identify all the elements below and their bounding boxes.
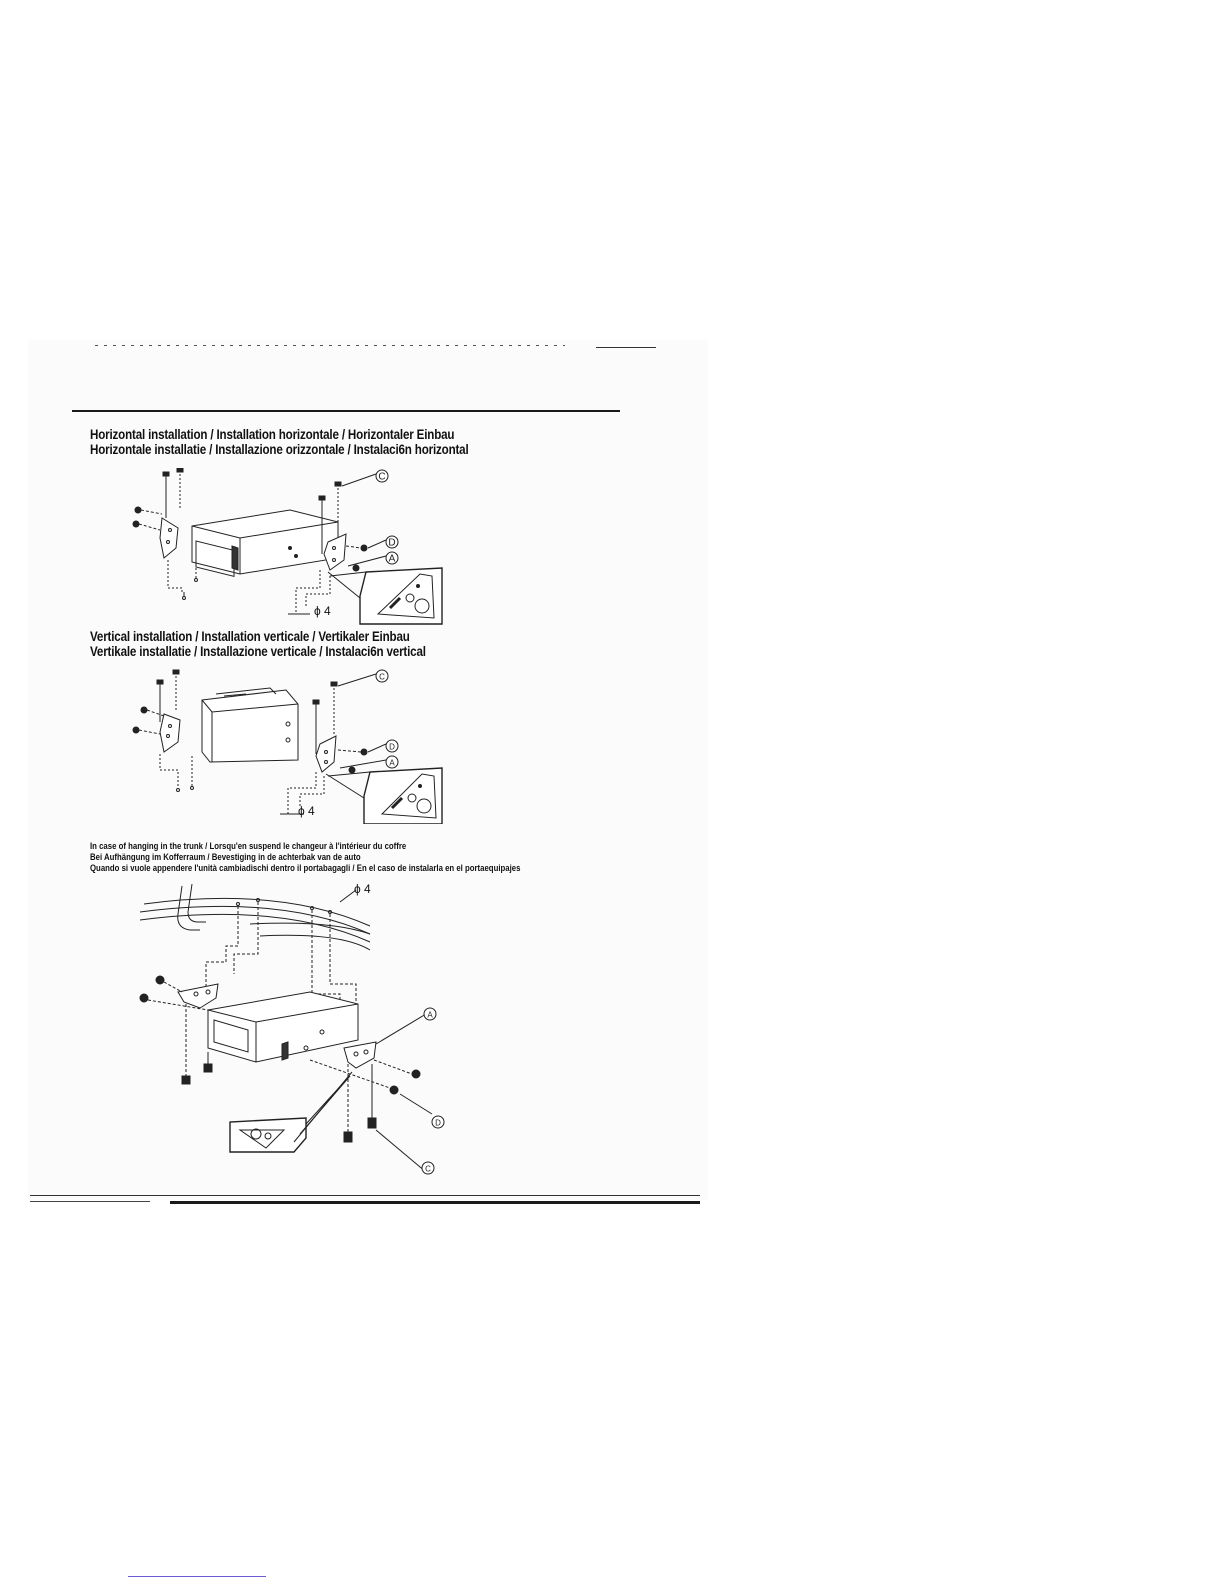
- phi4-label-horizontal: ϕ 4: [314, 604, 331, 618]
- svg-text:D: D: [388, 538, 395, 549]
- svg-text:C: C: [425, 1165, 431, 1174]
- trunk-installation-diagram: A D C ϕ 4: [130, 882, 480, 1184]
- top-right-rule: [596, 347, 656, 348]
- horizontal-installation-diagram: C D A ϕ 4: [120, 468, 460, 628]
- horizontal-scrollbar[interactable]: [128, 1576, 266, 1585]
- top-dotted-rule: [95, 345, 565, 346]
- horizontal-heading-line2: Horizontale installatie / Installazione …: [90, 442, 469, 457]
- svg-text:A: A: [389, 554, 396, 565]
- trunk-heading-line2: Bei Aufhängung im Kofferraum / Bevestigi…: [90, 852, 361, 863]
- svg-text:D: D: [435, 1119, 441, 1128]
- vertical-heading-line1: Vertical installation / Installation ver…: [90, 629, 410, 644]
- bottom-left-rule: [30, 1201, 150, 1202]
- horizontal-heading-line1: Horizontal installation / Installation h…: [90, 427, 455, 442]
- callout-c-label: C: [378, 472, 385, 483]
- trunk-heading-line1: In case of hanging in the trunk / Lorsqu…: [90, 841, 407, 852]
- svg-text:D: D: [389, 743, 395, 752]
- header-rule: [72, 410, 620, 412]
- vertical-heading-line2: Vertikale installatie / Installazione ve…: [90, 644, 426, 659]
- trunk-heading-line3: Quando si vuole appendere l'unità cambia…: [90, 863, 521, 874]
- vertical-installation-diagram: C D A ϕ 4: [120, 664, 460, 824]
- phi4-label-trunk: ϕ 4: [354, 882, 371, 896]
- svg-text:A: A: [389, 759, 395, 768]
- svg-text:A: A: [427, 1011, 433, 1020]
- svg-text:C: C: [379, 673, 385, 682]
- bottom-thin-rule: [30, 1195, 700, 1196]
- bottom-thick-rule: [170, 1201, 700, 1204]
- phi4-label-vertical: ϕ 4: [298, 804, 315, 818]
